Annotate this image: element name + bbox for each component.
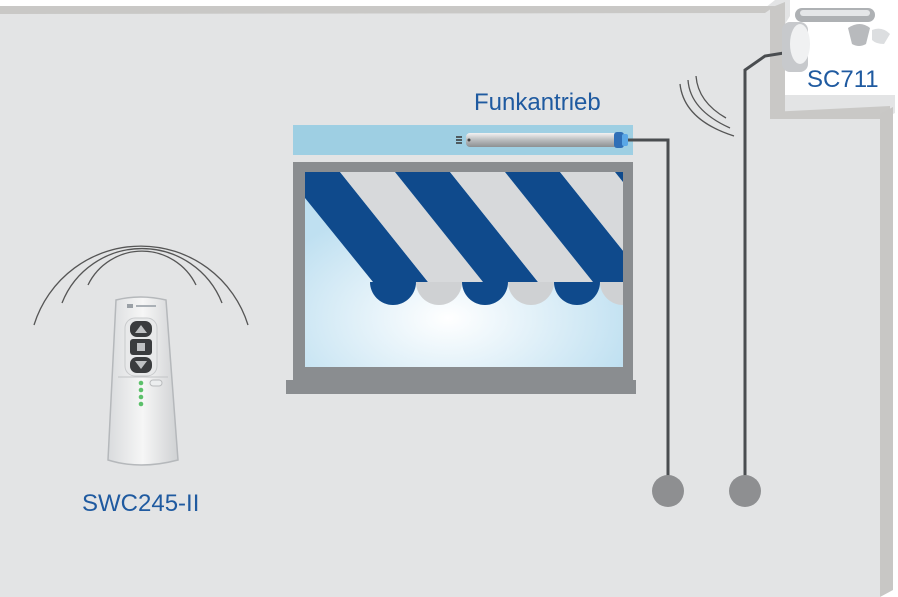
- sun-wind-sensor-icon: [782, 8, 890, 72]
- motor-cable: [628, 138, 670, 480]
- motor-power-socket: [652, 475, 684, 507]
- motor-label: Funkantrieb: [474, 89, 601, 116]
- radio-waves-icon: [679, 75, 735, 137]
- sensor-power-socket: [729, 475, 761, 507]
- remote-label: SWC245-II: [82, 490, 200, 517]
- remote-control-icon: [107, 296, 179, 466]
- awning-fabric: [305, 172, 623, 305]
- sensor-label: SC711: [807, 66, 879, 93]
- radio-waves-icon: [33, 245, 249, 326]
- tubular-motor-icon: [456, 132, 628, 148]
- window: [286, 162, 636, 394]
- sensor-cable: [743, 50, 791, 480]
